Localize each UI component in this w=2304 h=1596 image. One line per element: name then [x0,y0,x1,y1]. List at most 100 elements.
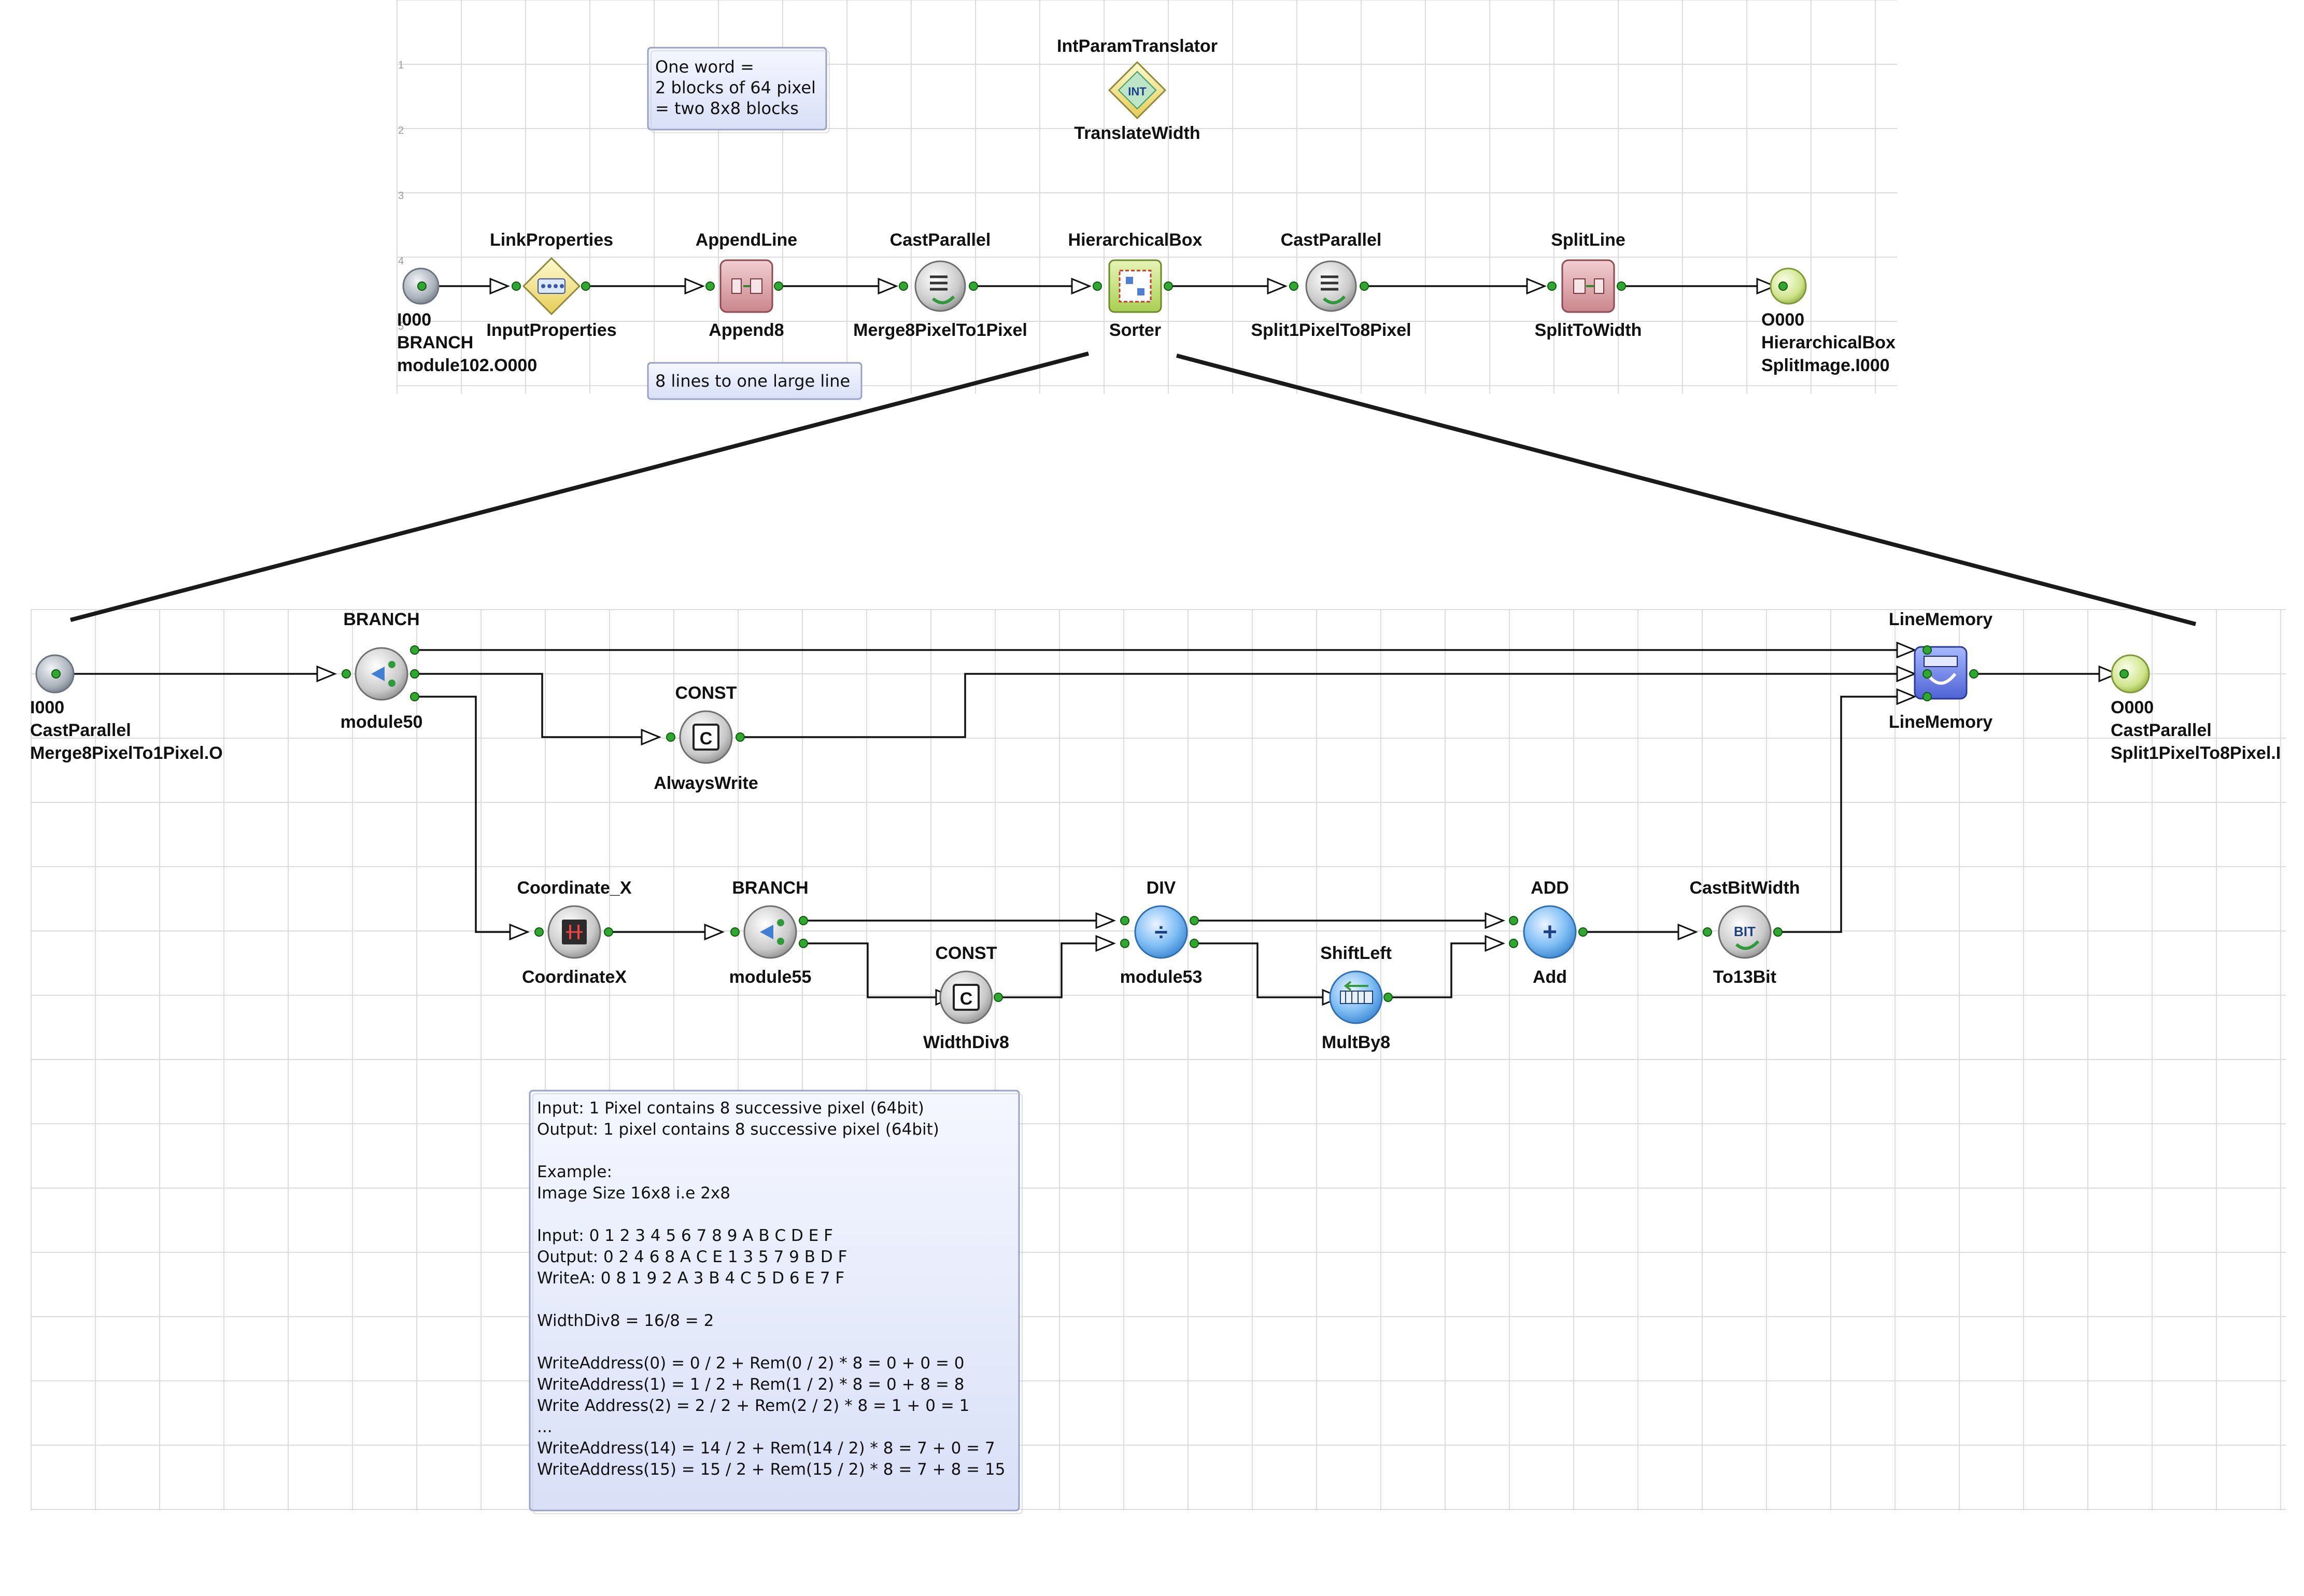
note-8-lines[interactable]: 8 lines to one large line [647,362,863,400]
translator-name-label: TranslateWidth [1074,123,1200,143]
translator-glyph: INT [1128,85,1147,98]
module-name-label: MultBy8 [1322,1033,1390,1052]
module-type-label: LineMemory [1889,610,1992,629]
module-coordinatex[interactable]: Coordinate_X CoordinateX [517,878,631,987]
add-glyph: + [1543,919,1557,946]
module-name-label: CoordinateX [522,967,627,987]
module-splittowidth[interactable]: SplitLine SplitToWidth [1535,230,1642,340]
top-input-port[interactable]: I000 BRANCH module102.O000 [397,267,537,375]
module-split1pixelto8pixel[interactable]: CastParallel Split1PixelTo8Pixel [1251,230,1411,340]
module-type-label: BRANCH [343,610,419,629]
module-type-label: AppendLine [696,230,797,250]
module-append8[interactable]: AppendLine Append8 [696,230,797,340]
module-type-label: CastParallel [1281,230,1382,250]
module-widthdiv8[interactable]: CONST C WidthDiv8 [923,943,1009,1052]
note-line: WidthDiv8 = 16/8 = 2 [537,1311,714,1330]
note-line: Output: 1 pixel contains 8 successive pi… [537,1120,939,1139]
module-type-label: Coordinate_X [517,878,631,898]
bottom-input-port-line-3: Merge8PixelTo1Pixel.O [30,743,223,763]
int-param-translator[interactable]: IntParamTranslator INT TranslateWidth [1057,36,1218,143]
module-to13bit[interactable]: CastBitWidth BIT To13Bit [1689,878,1800,987]
module-add[interactable]: ADD + Add [1509,878,1588,987]
note-line: WriteAddress(15) = 15 / 2 + Rem(15 / 2) … [537,1460,1005,1479]
const-glyph: C [960,989,973,1009]
module-type-label: DIV [1147,878,1176,898]
module-name-label: Append8 [709,320,784,340]
module-module55[interactable]: BRANCH module55 [729,878,812,987]
bit-glyph: BIT [1734,924,1756,939]
top-output-port-line-3: SplitImage.I000 [1761,356,1890,375]
const-icon: C [679,710,733,764]
note-one-word-line-2: 2 blocks of 64 pixel [655,78,816,97]
note-line: ... [537,1418,553,1436]
bottom-wires [57,641,2119,1006]
module-type-label: ADD [1531,878,1569,898]
port-out-icon [2111,654,2150,694]
module-input-properties[interactable]: LinkProperties InputProperties [486,230,616,340]
top-output-port-line-2: HierarchicalBox [1761,333,1896,352]
note-line: WriteAddress(0) = 0 / 2 + Rem(0 / 2) * 8… [537,1354,965,1373]
module-merge8pixelto1pixel[interactable]: CastParallel Merge8PixelTo1Pixel [853,230,1027,340]
note-line: Input: 0 1 2 3 4 5 6 7 8 9 A B C D E F [537,1226,833,1245]
bottom-output-port-line-1: O000 [2111,698,2154,717]
cast-bit-width-icon: BIT [1718,905,1772,959]
module-multby8[interactable]: ShiftLeft MultBy8 [1320,943,1393,1052]
module-alwayswrite[interactable]: CONST C AlwaysWrite [654,683,758,793]
module-name-label: module50 [341,712,423,732]
hierarchical-box-icon [1108,259,1162,313]
row-marker: 1 [398,60,404,71]
top-output-port[interactable]: O000 HierarchicalBox SplitImage.I000 [1761,267,1896,375]
note-line: WriteA: 0 8 1 9 2 A 3 B 4 C 5 D 6 E 7 F [537,1269,844,1288]
note-line: Image Size 16x8 i.e 2x8 [537,1184,730,1203]
module-module50[interactable]: BRANCH module50 [341,610,423,732]
module-type-label: CastBitWidth [1689,878,1800,898]
row-marker: 4 [398,256,404,267]
note-line: Write Address(2) = 2 / 2 + Rem(2 / 2) * … [537,1396,969,1415]
module-type-label: BRANCH [732,878,808,898]
link-properties-icon [522,257,581,316]
module-type-label: ShiftLeft [1320,943,1392,963]
module-name-label: Merge8PixelTo1Pixel [853,320,1027,340]
module-type-label: CONST [936,943,997,963]
top-input-port-line-3: module102.O000 [397,356,537,375]
port-out-icon [1770,267,1807,305]
int-translator-icon: INT [1108,61,1167,120]
note-one-word-line-3: = two 8x8 blocks [655,98,799,118]
module-sorter[interactable]: HierarchicalBox Sorter [1068,230,1203,340]
module-linememory[interactable]: LineMemory LineMemory [1889,610,1992,732]
top-wires [433,277,1777,295]
bottom-diagram: I000 CastParallel Merge8PixelTo1Pixel.O … [30,610,2281,1514]
module-type-label: CONST [675,683,737,703]
module-name-label: WidthDiv8 [923,1033,1009,1052]
append-line-icon [719,259,773,313]
bottom-input-port-line-1: I000 [30,698,64,717]
line-memory-icon [1914,646,1968,700]
bottom-output-port[interactable]: O000 CastParallel Split1PixelTo8Pixel.I [2111,654,2281,763]
note-write-address-lines: Input: 1 Pixel contains 8 successive pix… [537,1099,1005,1479]
top-input-port-line-1: I000 [397,310,431,330]
shift-left-icon [1329,970,1383,1024]
module-name-label: SplitToWidth [1535,320,1642,340]
const-icon: C [939,970,993,1024]
divide-icon: ÷ [1134,905,1188,959]
note-one-word-line-1: One word = [655,57,754,77]
module-type-label: CastParallel [890,230,991,250]
module-type-label: SplitLine [1551,230,1625,250]
module-name-label: module55 [729,967,812,987]
split-line-icon [1561,259,1615,313]
translator-type-label: IntParamTranslator [1057,36,1218,56]
const-glyph: C [700,729,713,748]
row-marker: 5 [398,321,404,332]
branch-icon [355,647,408,701]
note-write-address[interactable]: Input: 1 Pixel contains 8 successive pix… [529,1090,1023,1514]
grid-area [397,0,1897,394]
note-one-word[interactable]: One word = 2 blocks of 64 pixel = two 8x… [647,47,830,133]
module-name-label: Add [1533,967,1567,987]
bottom-input-port[interactable]: I000 CastParallel Merge8PixelTo1Pixel.O [30,654,223,763]
cast-parallel-icon [914,260,966,312]
top-input-port-line-2: BRANCH [397,333,473,352]
module-module53[interactable]: DIV ÷ module53 [1120,878,1203,987]
bottom-output-port-line-3: Split1PixelTo8Pixel.I [2111,743,2281,763]
branch-icon [743,905,797,959]
